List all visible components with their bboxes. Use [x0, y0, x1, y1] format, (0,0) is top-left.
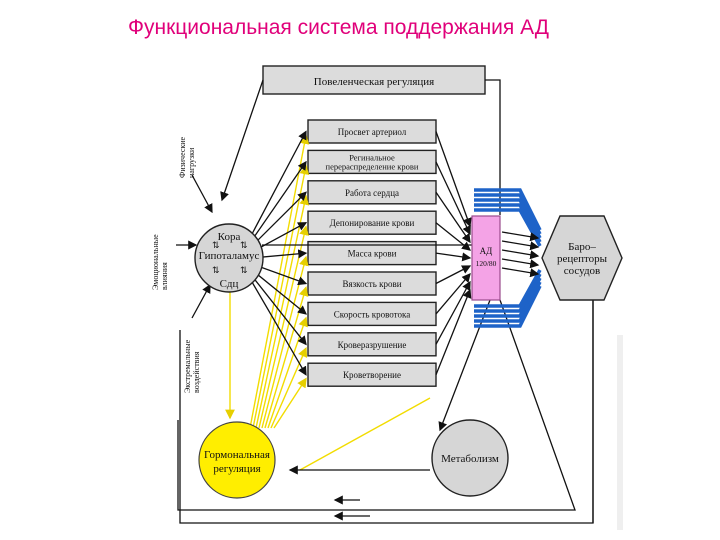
effector-label: Вязкость крови — [342, 279, 401, 289]
ad-to-receptor-line — [501, 240, 540, 251]
baro-line1: Баро– — [568, 241, 596, 253]
svg-text:влияния: влияния — [160, 262, 169, 290]
effector-box: Депонирование крови — [307, 210, 437, 235]
ad-to-receptor-line — [501, 258, 540, 269]
svg-text:Экстремальные: Экстремальные — [183, 339, 192, 393]
arrows-up-down-icon: ⇅ — [240, 240, 248, 250]
blood-pressure-node: АД 120/80 — [471, 215, 501, 301]
baro-line2: рецепторы — [557, 253, 608, 265]
baro-line3: сосудов — [564, 265, 601, 277]
neural-signal-line — [251, 281, 307, 376]
physical-load-label: Физические нагрузки — [178, 136, 196, 178]
arrows-up-down-icon: ⇅ — [212, 265, 220, 275]
effect-line — [435, 222, 472, 251]
cns-cortex: Кора — [218, 231, 241, 243]
neural-signal-line — [251, 160, 307, 241]
effect-line — [435, 252, 472, 262]
effector-list: Просвет артериолРегинальноеперераспредел… — [307, 119, 437, 387]
ad-label: АД — [480, 246, 493, 256]
effector-box: Вязкость крови — [307, 271, 437, 296]
svg-text:воздействия: воздействия — [192, 351, 201, 393]
effector-label: Скорость кровотока — [334, 309, 410, 319]
baroreceptors-node: Баро– рецепторы сосудов — [541, 215, 623, 301]
effector-label: Работа сердца — [345, 188, 399, 198]
neural-signal-lines — [251, 130, 308, 376]
ad-to-receptor-line — [501, 267, 540, 278]
hormonal-signal-line — [273, 377, 307, 429]
effector-box: Кроверазрушение — [307, 332, 437, 357]
hormonal-signal-line — [270, 347, 308, 429]
hormonal-line2: регуляция — [213, 463, 260, 475]
hormonal-signal-line — [267, 316, 308, 429]
hormonal-signal-line — [261, 255, 309, 429]
effector-label: Просвет артериол — [338, 127, 407, 137]
effect-line — [435, 280, 471, 345]
effect-line — [435, 288, 472, 375]
effect-line — [435, 273, 471, 315]
hormonal-signal-line — [249, 134, 310, 429]
emotional-influence-label: Эмоциональные влияния — [151, 234, 169, 290]
effector-box: Кроветворение — [307, 362, 437, 387]
receptor-line — [474, 269, 542, 308]
effect-line — [435, 265, 472, 285]
ad-to-receptor-line — [501, 249, 540, 260]
effector-label: перераспределение крови — [326, 161, 419, 171]
neural-signal-line — [251, 191, 307, 247]
cns-hypothalamus: Гипоталамус — [199, 250, 260, 262]
metabolism-node: Метаболизм — [431, 419, 509, 497]
receptor-line — [474, 203, 542, 243]
receptor-signal-lines — [474, 188, 542, 328]
effector-label: Масса крови — [348, 249, 397, 259]
neural-signal-line — [251, 269, 308, 315]
hormonal-signal-line — [258, 225, 309, 429]
svg-text:Физические: Физические — [178, 136, 187, 178]
metabolism-label: Метаболизм — [441, 453, 499, 465]
cns-node: Кора Гипоталамус Сдц ⇅ ⇅ ⇅ ⇅ — [194, 223, 264, 293]
receptor-line — [474, 281, 542, 323]
effect-line — [435, 191, 471, 244]
metabolism-hormonal-line — [299, 397, 431, 471]
effector-label: Кроверазрушение — [338, 340, 407, 350]
receptor-line — [474, 188, 542, 231]
hormonal-signal-line — [252, 164, 310, 429]
receptor-line — [474, 198, 542, 239]
effector-label: Регинальное — [349, 152, 395, 162]
behavioral-regulation-box: Повеленческая регуляция — [262, 65, 486, 95]
effect-line — [435, 131, 472, 228]
receptor-line — [474, 285, 542, 328]
effector-box: Работа сердца — [307, 180, 437, 205]
effect-collector-lines — [435, 131, 472, 375]
effector-label: Кроветворение — [343, 370, 401, 380]
svg-text:Эмоциональные: Эмоциональные — [151, 234, 160, 290]
arrows-up-down-icon: ⇅ — [212, 240, 220, 250]
effector-label: Депонирование крови — [330, 218, 415, 228]
ad-to-receptor-line — [501, 231, 540, 242]
hormonal-regulation-node: Гормональная регуляция — [198, 421, 276, 499]
effect-line — [435, 161, 471, 236]
neural-signal-line — [251, 275, 307, 346]
effector-box: Просвет артериол — [307, 119, 437, 144]
receptor-line — [474, 277, 542, 318]
neural-signal-line — [251, 130, 307, 235]
behavioral-regulation-label: Повеленческая регуляция — [314, 76, 434, 88]
receptor-line — [474, 273, 542, 313]
ad-value: 120/80 — [476, 259, 497, 268]
receptor-line — [474, 193, 542, 235]
hormonal-signal-lines — [225, 134, 431, 471]
hormonal-line1: Гормональная — [204, 449, 270, 461]
extreme-impact-label: Экстремальные воздействия — [183, 339, 201, 393]
effector-box: Скорость кровотока — [307, 301, 437, 327]
page-title: Функциональная система поддержания АД — [128, 16, 550, 39]
cns-vasomotor: Сдц — [220, 278, 239, 290]
physical-input-arrow — [191, 174, 213, 214]
arrows-up-down-icon: ⇅ — [240, 265, 248, 275]
extreme-input-arrow — [191, 283, 211, 319]
svg-text:нагрузки: нагрузки — [187, 147, 196, 178]
